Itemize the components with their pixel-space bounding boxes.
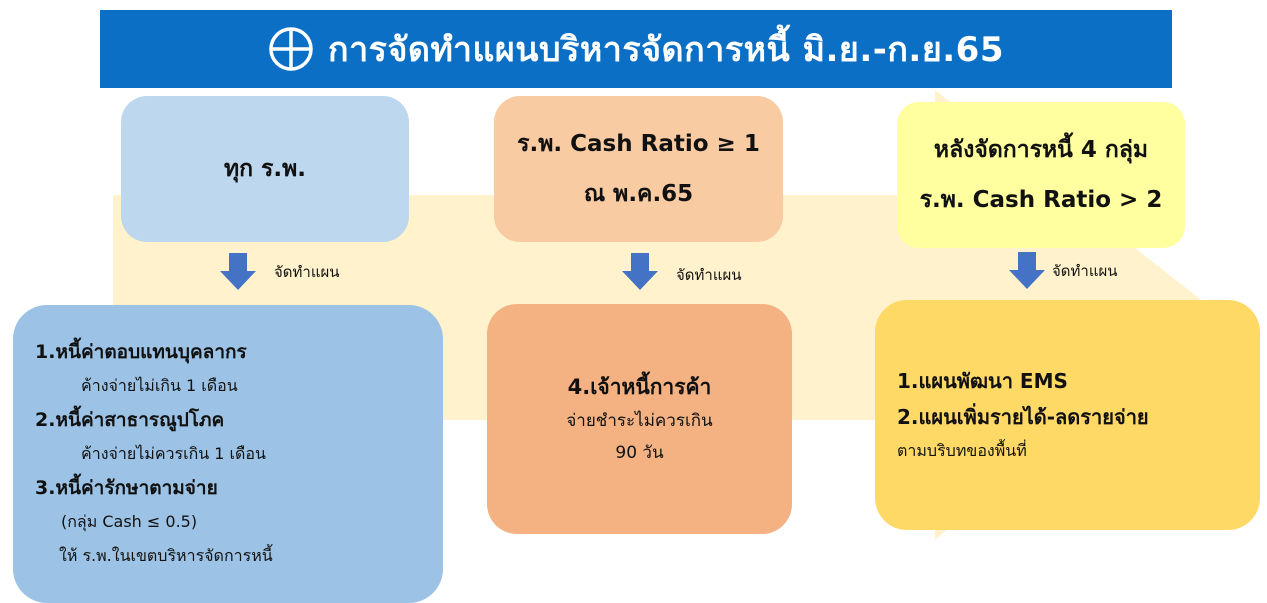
arrow-label: จัดทำแผน	[1052, 262, 1118, 280]
bottom-box-debt-groups: 1.หนี้ค่าตอบแทนบุคลากร ค้างจ่ายไม่เกิน 1…	[13, 305, 443, 603]
list-item-head: 3.หนี้ค่ารักษาตามจ่าย	[35, 477, 218, 499]
list-item-sub: ให้ ร.พ.ในเขตบริหารจัดการหนี้	[59, 546, 273, 565]
top-box-line: หลังจัดการหนี้ 4 กลุ่ม	[933, 137, 1149, 163]
down-arrow-icon	[622, 253, 658, 290]
arrow-label: จัดทำแผน	[274, 263, 340, 281]
bottom-box-trade-creditors: 4.เจ้าหนี้การค้า จ่ายชำระไม่ควรเกิน 90 ว…	[487, 304, 792, 534]
down-arrow-icon	[220, 253, 256, 290]
box-sub-text: ตามบริบทของพื้นที่	[897, 441, 1027, 460]
title-bar: การจัดทำแผนบริหารจัดการหนี้ มิ.ย.-ก.ย.65	[100, 10, 1172, 88]
top-box-line: ณ พ.ค.65	[583, 181, 694, 207]
box-sub-text: 90 วัน	[615, 443, 664, 463]
list-item-sub: ค้างจ่ายไม่ควรเกิน 1 เดือน	[81, 444, 266, 463]
box-sub-text: จ่ายชำระไม่ควรเกิน	[566, 411, 713, 431]
list-item-head: 2.หนี้ค่าสาธารณูปโภค	[35, 409, 225, 431]
circle-cross-icon	[269, 27, 313, 71]
list-item-sub: ค้างจ่ายไม่เกิน 1 เดือน	[81, 376, 238, 395]
box-heading: 2.แผนเพิ่มรายได้-ลดรายจ่าย	[897, 405, 1149, 429]
top-box-line: ร.พ. Cash Ratio > 2	[919, 187, 1163, 213]
top-box-cash-ratio-2: หลังจัดการหนี้ 4 กลุ่ม ร.พ. Cash Ratio >…	[897, 102, 1185, 248]
top-box-line: ทุก ร.พ.	[223, 156, 307, 182]
arrow-label: จัดทำแผน	[676, 266, 742, 284]
down-arrow-icon	[1009, 252, 1045, 289]
list-item-sub: (กลุ่ม Cash ≤ 0.5)	[61, 512, 198, 531]
list-item-head: 1.หนี้ค่าตอบแทนบุคลากร	[35, 341, 247, 363]
top-box-line: ร.พ. Cash Ratio ≥ 1	[517, 131, 760, 157]
top-box-cash-ratio-1: ร.พ. Cash Ratio ≥ 1 ณ พ.ค.65	[494, 96, 783, 242]
box-heading: 1.แผนพัฒนา EMS	[897, 369, 1068, 393]
box-heading: 4.เจ้าหนี้การค้า	[567, 375, 712, 399]
page-title: การจัดทำแผนบริหารจัดการหนี้ มิ.ย.-ก.ย.65	[328, 30, 1004, 70]
top-box-all-hospitals: ทุก ร.พ.	[121, 96, 409, 242]
bottom-box-development-plans: 1.แผนพัฒนา EMS 2.แผนเพิ่มรายได้-ลดรายจ่า…	[875, 300, 1260, 530]
